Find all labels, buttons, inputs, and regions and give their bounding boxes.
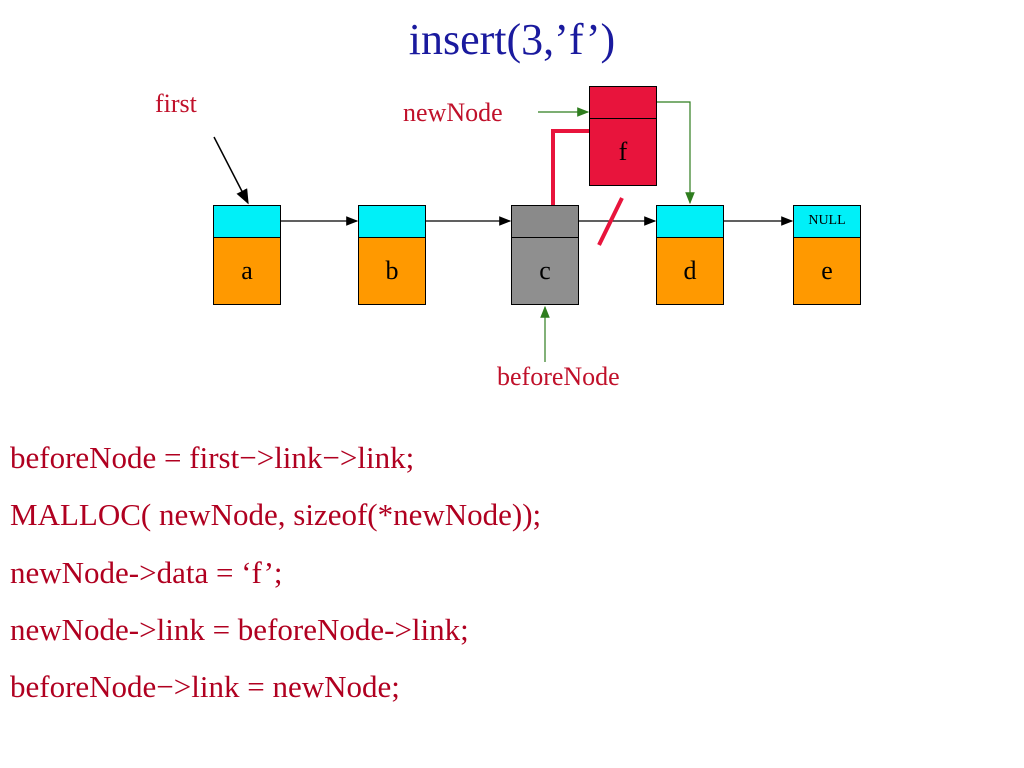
code-line-2: MALLOC( newNode, sizeof(*newNode)); — [10, 497, 542, 532]
list-node-c-before-node: c — [511, 205, 579, 305]
node-link-field — [589, 86, 657, 119]
null-label: NULL — [808, 213, 846, 228]
before-node-link-to-new-node — [551, 129, 589, 229]
code-line-4: newNode->link = beforeNode->link; — [10, 612, 469, 647]
link-break-mark — [597, 197, 624, 246]
new-node-f: f — [589, 86, 657, 186]
list-node-a: a — [213, 205, 281, 305]
node-data-field: c — [511, 238, 579, 305]
node-data-field: d — [656, 238, 724, 305]
new-node-label: newNode — [403, 98, 503, 127]
node-data-field: b — [358, 238, 426, 305]
list-node-b: b — [358, 205, 426, 305]
code-line-5: beforeNode−>link = newNode; — [10, 669, 400, 704]
list-node-e: NULL e — [793, 205, 861, 305]
node-link-field: NULL — [793, 205, 861, 238]
node-link-field — [656, 205, 724, 238]
list-node-d: d — [656, 205, 724, 305]
slide-title: insert(3,’f’) — [408, 15, 616, 64]
code-line-3: newNode->data = ‘f’; — [10, 555, 283, 590]
first-pointer-arrow — [213, 136, 249, 205]
node-data-field: a — [213, 238, 281, 305]
node-link-field — [511, 205, 579, 238]
node-link-field — [358, 205, 426, 238]
node-data-field: f — [589, 119, 657, 186]
first-label: first — [155, 89, 197, 118]
node-link-field — [213, 205, 281, 238]
before-node-label: beforeNode — [497, 362, 620, 391]
code-line-1: beforeNode = first−>link−>link; — [10, 440, 415, 475]
node-data-field: e — [793, 238, 861, 305]
